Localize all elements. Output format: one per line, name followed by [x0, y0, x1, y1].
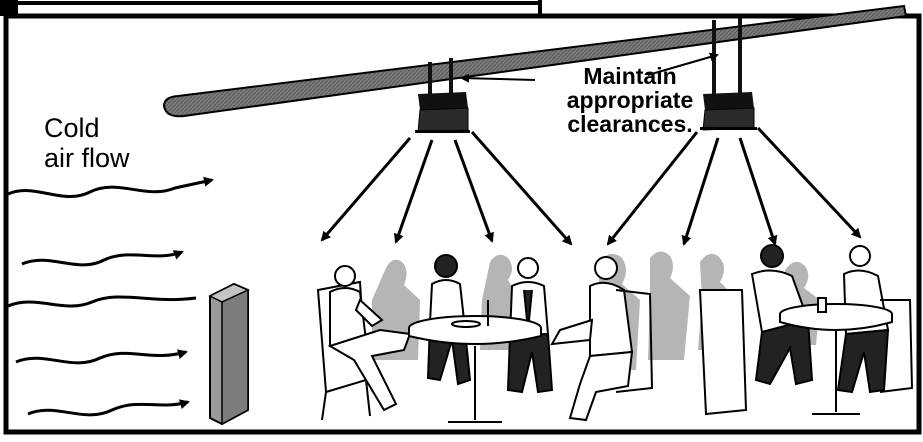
- windbreak-panel: [210, 284, 248, 424]
- cold-air-label-line1: Cold: [44, 113, 130, 143]
- cold-air-label-line2: air flow: [44, 143, 130, 173]
- cold-air-label: Cold air flow: [44, 113, 130, 173]
- clearance-callout-line3: clearances.: [540, 112, 720, 136]
- clearance-callout: Maintain appropriate clearances.: [540, 64, 720, 136]
- clearance-callout-line1: Maintain: [540, 64, 720, 88]
- clearance-callout-line2: appropriate: [540, 88, 720, 112]
